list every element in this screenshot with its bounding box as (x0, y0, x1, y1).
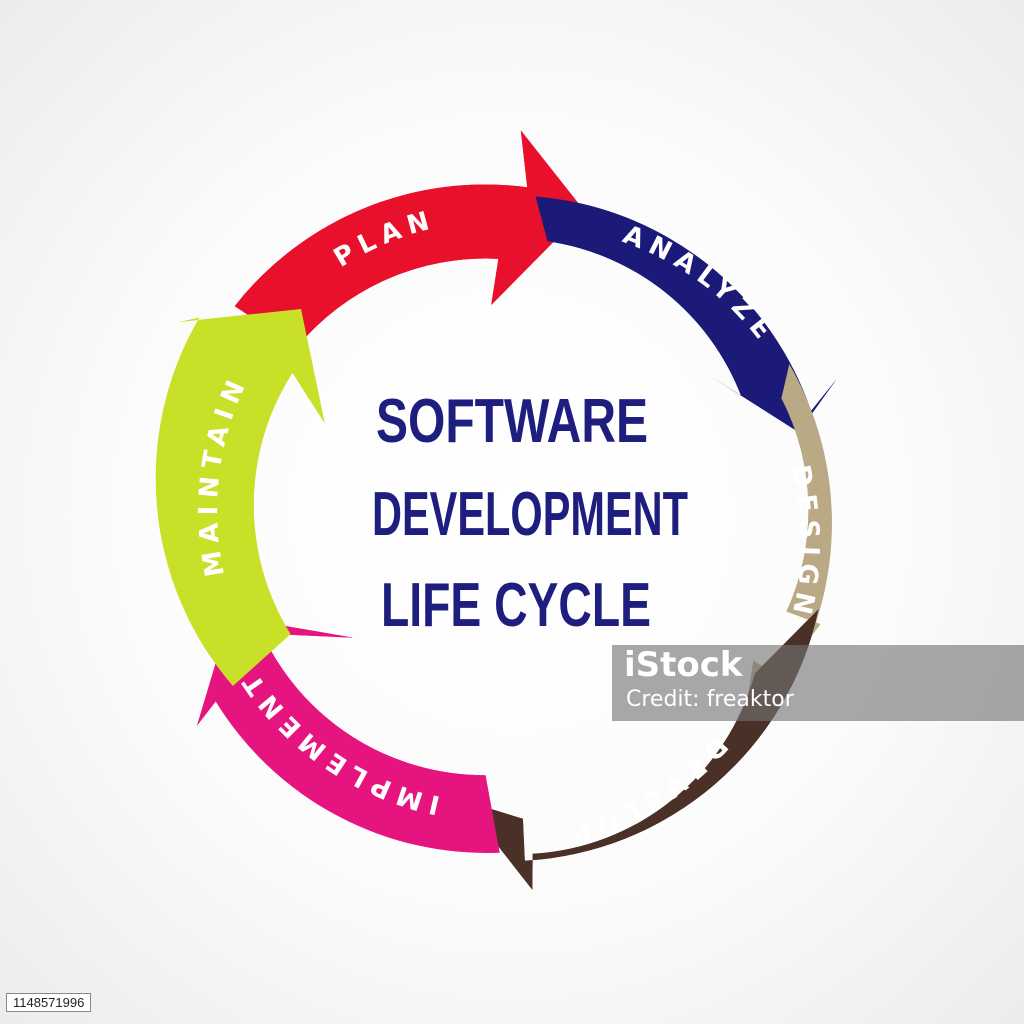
watermark-banner: iStock Credit: freaktor (612, 645, 1024, 721)
develop-label-text: DEVELOP (561, 730, 726, 852)
center-title: SOFTWARE DEVELOPMENT LIFE CYCLE (372, 387, 688, 640)
stock-id-badge: 1148571996 (6, 993, 92, 1012)
watermark-brand: iStock (624, 645, 743, 685)
design-label-text: DESIGN (784, 463, 817, 624)
title-line-3: LIFE CYCLE (381, 571, 651, 640)
title-line-1: SOFTWARE (376, 387, 648, 456)
design-label: DESIGN (784, 463, 824, 624)
develop-label: DEVELOP (561, 730, 733, 852)
title-line-2: DEVELOPMENT (372, 480, 688, 549)
watermark-credit: Credit: freaktor (626, 687, 794, 712)
analyze-label-text: ANALYZE (619, 220, 775, 350)
analyze-label: ANALYZE (619, 220, 782, 350)
cycle-arrows (155, 130, 837, 890)
